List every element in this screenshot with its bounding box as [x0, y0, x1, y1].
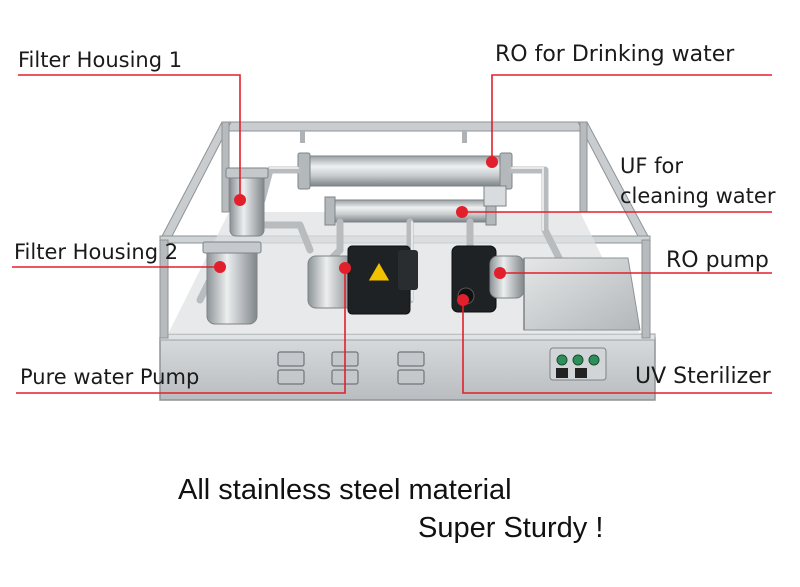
- label-uv-sterilizer: UV Sterilizer: [635, 364, 771, 389]
- caption-line-2: Super Sturdy !: [418, 512, 604, 544]
- marker-filter-housing-1: [234, 194, 246, 206]
- label-cleaning-water: cleaning water: [620, 184, 776, 208]
- label-filter-housing-2: Filter Housing 2: [14, 240, 179, 264]
- leader-lines: [12, 74, 772, 394]
- frame-post-front-right: [641, 239, 651, 339]
- frame-post-front-left: [159, 239, 169, 339]
- frame-top-right-rail: [577, 121, 651, 241]
- leader-pure-water-pump: [16, 268, 346, 394]
- frame-top-left-rail: [159, 121, 232, 241]
- leader-uv-sterilizer: [462, 300, 772, 394]
- label-ro-drinking-water: RO for Drinking water: [495, 42, 735, 67]
- pure-water-pump: [307, 245, 418, 315]
- frame-post-back-left: [221, 121, 230, 213]
- uv-sterilizer: [523, 257, 641, 331]
- front-panel-fittings: [277, 351, 425, 385]
- frame-post-back-right: [579, 121, 588, 213]
- marker-ro-drinking: [486, 156, 498, 168]
- marker-ro-pump: [494, 267, 506, 279]
- caption-line-1: All stainless steel material: [178, 474, 512, 506]
- label-ro-pump: RO pump: [666, 248, 769, 273]
- uf-valve-box: [483, 185, 507, 207]
- marker-filter-housing-2: [214, 261, 226, 273]
- marker-uf-cleaning: [456, 206, 468, 218]
- label-pure-water-pump: Pure water Pump: [20, 365, 200, 389]
- leader-filter-housing-1: [18, 74, 241, 200]
- ro-membrane: [324, 196, 497, 226]
- frame-stud-2: [462, 131, 467, 143]
- label-uf-for: UF for: [620, 154, 683, 178]
- warning-triangle-icon: [367, 261, 391, 282]
- base-top-lip: [159, 333, 656, 341]
- label-filter-housing-1: Filter Housing 1: [18, 48, 183, 72]
- marker-uv-sterilizer: [457, 294, 469, 306]
- leader-ro-drinking: [491, 74, 772, 162]
- filter-housing-1: [225, 167, 269, 237]
- marker-pure-water-pump: [339, 262, 351, 274]
- frame-stud-1: [300, 131, 305, 143]
- marker-dots: [214, 156, 506, 306]
- filter-housing-2: [202, 241, 262, 325]
- frame-top-back-rail: [221, 121, 588, 132]
- control-switches: [549, 347, 607, 381]
- uf-membrane: [297, 152, 513, 190]
